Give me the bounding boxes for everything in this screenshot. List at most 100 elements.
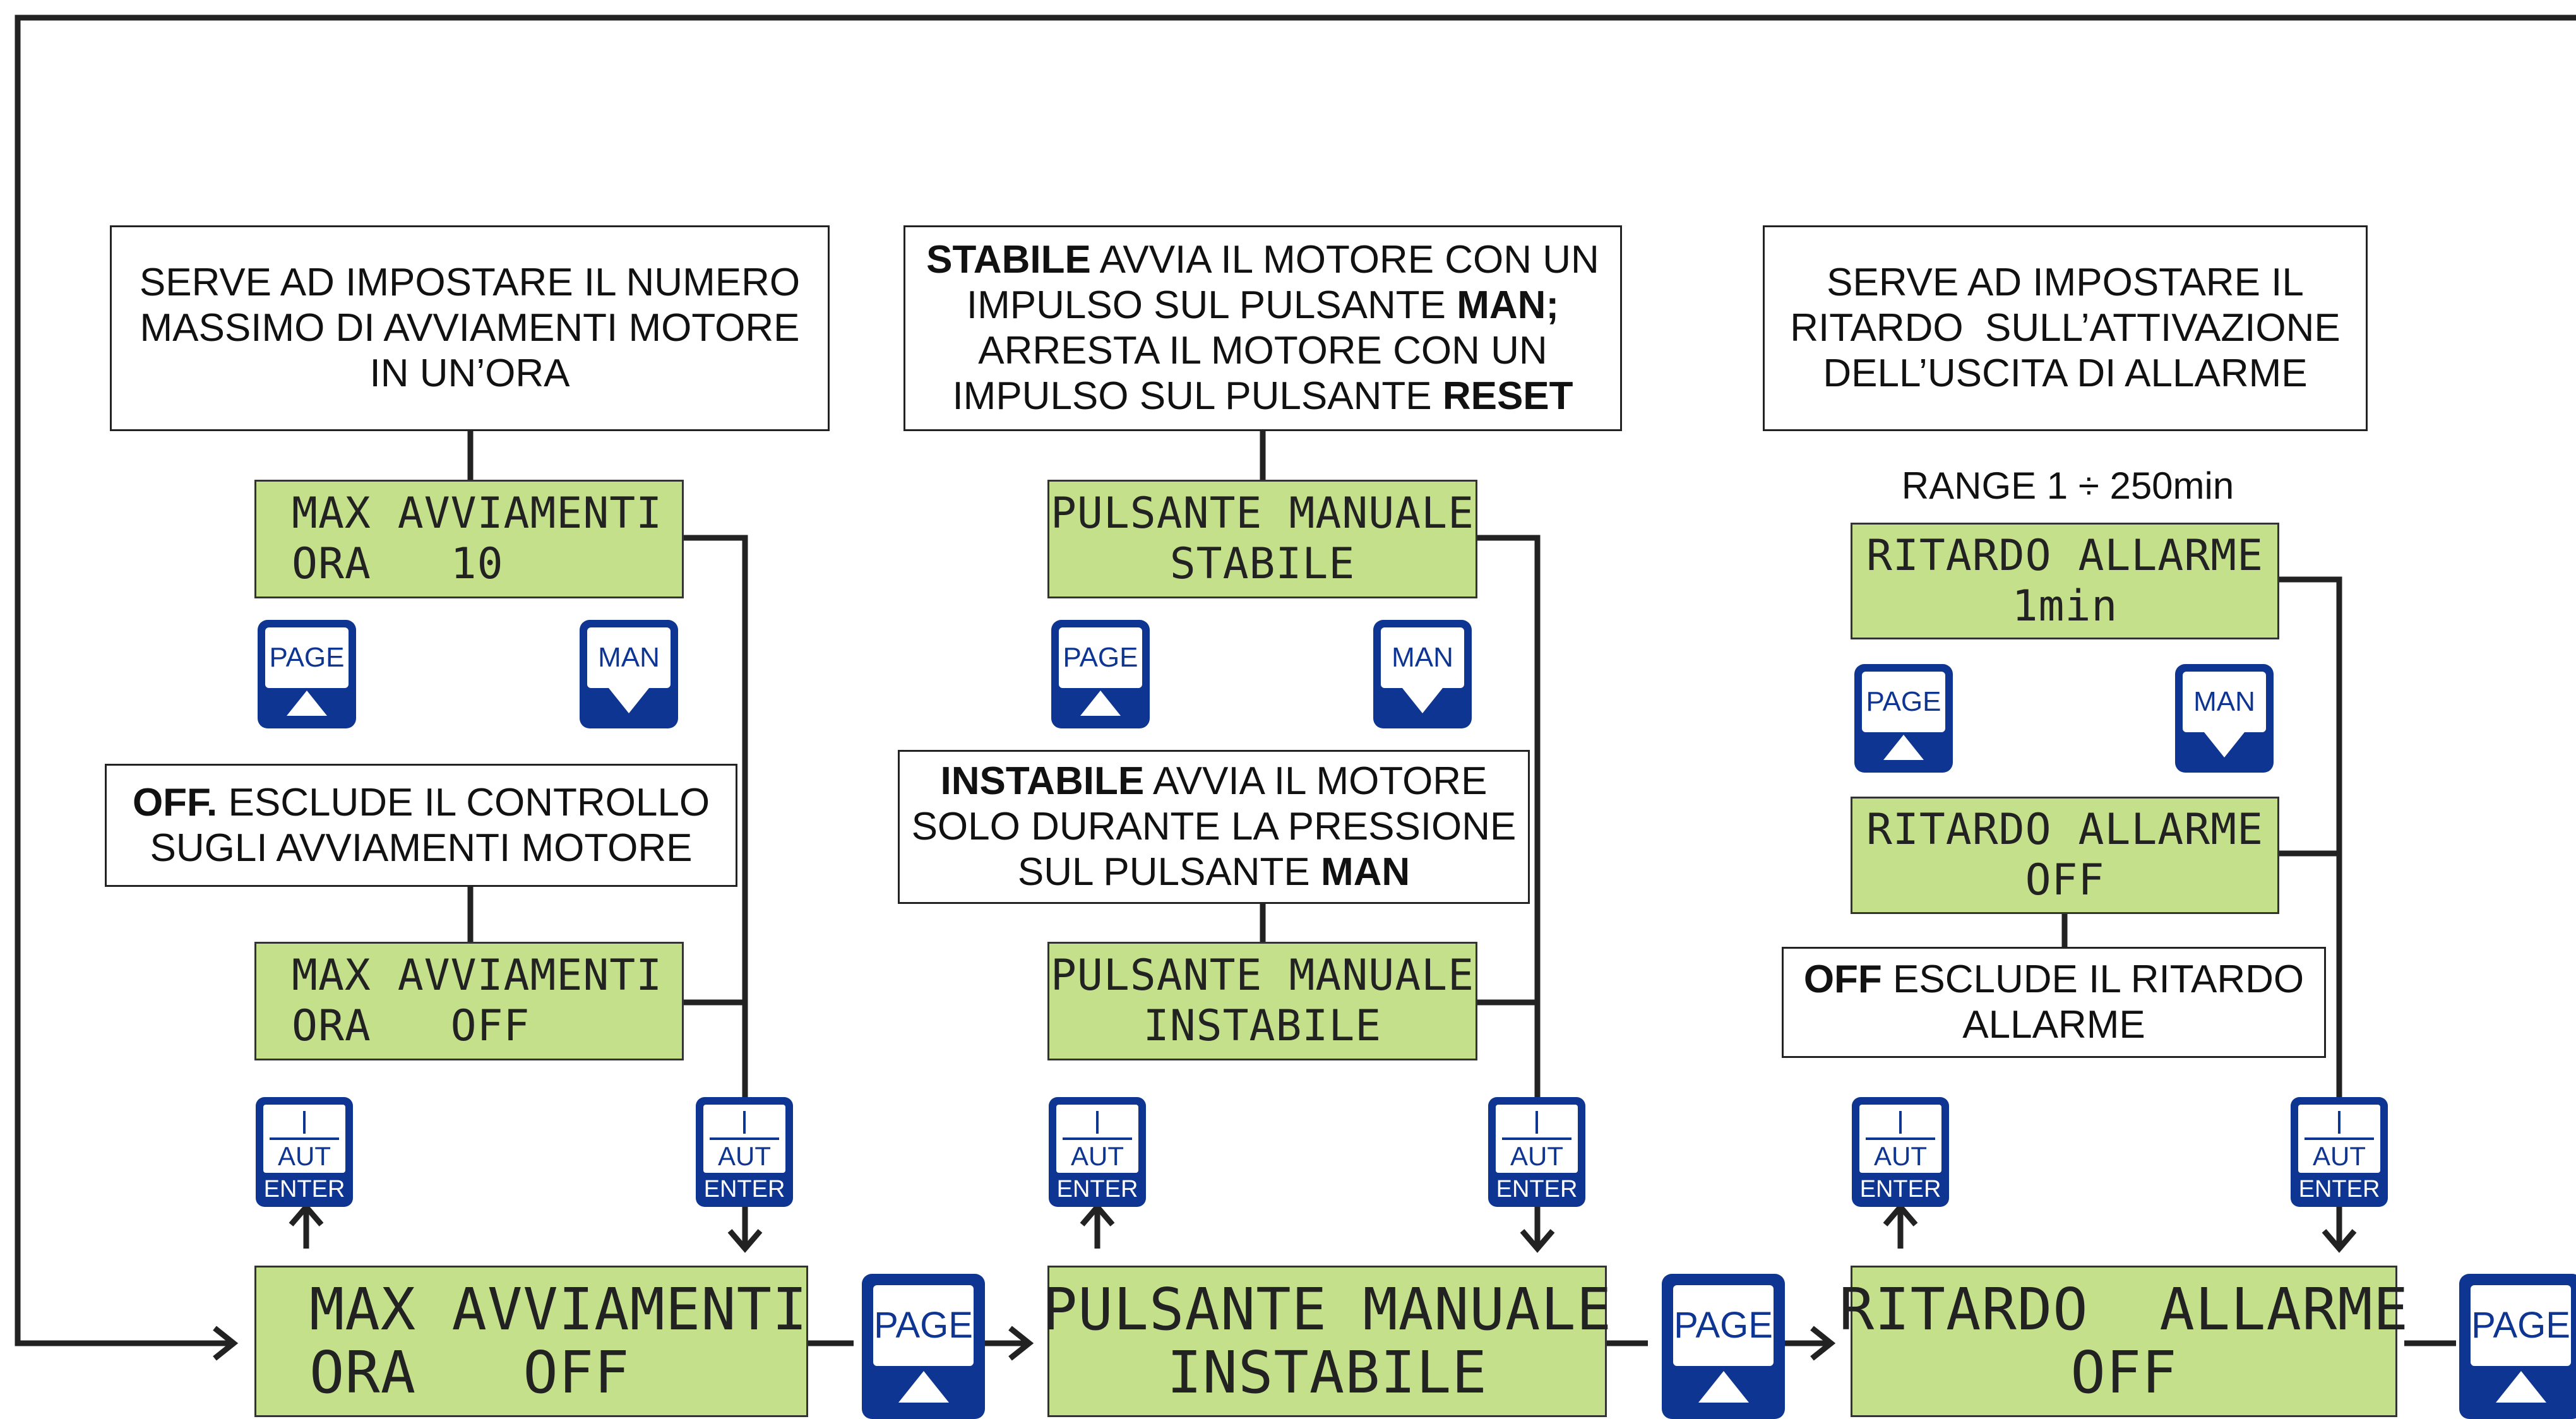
arrow-head [289, 1202, 324, 1226]
enter-key-icon [1899, 1111, 1902, 1134]
description-stable: STABILE AVVIA IL MOTORE CON UN IMPULSO S… [903, 225, 1622, 431]
enter-key-icon [2338, 1111, 2340, 1134]
lcd-main-manual-button: PULSANTE MANUALE INSTABILE [1042, 1266, 1611, 1417]
man-down-key-icon [609, 688, 649, 713]
description-line: STABILE AVVIA IL MOTORE CON UN [926, 237, 1599, 283]
arrow-head [1520, 1229, 1555, 1253]
lcd-line: ORA OFF [309, 1339, 630, 1406]
lcd-alarm-delay-off: RITARDO ALLARME OFF [1851, 797, 2279, 914]
enter-key-divider [2305, 1137, 2374, 1140]
page-up-key-icon [898, 1371, 949, 1403]
enter-key-divider [1063, 1137, 1132, 1140]
page-key-label: PAGE [1673, 1285, 1774, 1366]
enter-key-label: ENTER [2298, 1176, 2380, 1202]
arrow-head [213, 1326, 239, 1361]
description-line: IMPULSO SUL PULSANTE MAN; [967, 283, 1559, 328]
enter-key-icon [1096, 1111, 1099, 1134]
lcd-main-max-starts: MAX AVVIAMENTI ORA OFF [254, 1266, 808, 1417]
enter-key-face: AUT [1056, 1105, 1138, 1173]
lcd-line: RITARDO ALLARME [1866, 805, 2264, 855]
enter-key-face: AUT [1859, 1105, 1941, 1173]
lcd-line: PULSANTE MANUALE [1050, 489, 1475, 538]
bold-text: OFF [1803, 958, 1882, 1001]
enter-key-label: ENTER [1056, 1176, 1138, 1202]
text: SUL PULSANTE [1017, 850, 1321, 894]
man-down-key-icon [2204, 732, 2245, 757]
enter-key[interactable]: AUT ENTER [696, 1097, 793, 1207]
page-up-key-icon [287, 691, 327, 716]
page-key[interactable]: PAGE [1854, 664, 1953, 773]
text: IMPULSO SUL PULSANTE [952, 374, 1443, 418]
description-line: SOLO DURANTE LA PRESSIONE [911, 805, 1517, 848]
enter-key-icon [743, 1111, 746, 1134]
enter-key[interactable]: AUT ENTER [1049, 1097, 1146, 1207]
enter-key-aut: AUT [1071, 1141, 1124, 1171]
description-line: ARRESTA IL MOTORE CON UN [978, 329, 1547, 372]
man-key[interactable]: MAN [580, 620, 678, 728]
lcd-manual-button-unstable: PULSANTE MANUALE INSTABILE [1047, 942, 1477, 1060]
description-line: IMPULSO SUL PULSANTE RESET [952, 374, 1573, 419]
page-key-label: PAGE [1059, 627, 1142, 688]
man-down-key-icon [1402, 688, 1443, 713]
page-key[interactable]: PAGE [258, 620, 356, 728]
lcd-line: RITARDO ALLARME [1839, 1276, 2409, 1343]
lcd-line: INSTABILE [1167, 1339, 1488, 1406]
enter-key-face: AUT [1496, 1105, 1578, 1173]
page-key-label: PAGE [873, 1285, 974, 1366]
description-line: INSTABILE AVVIA IL MOTORE [941, 759, 1488, 804]
enter-key-label: ENTER [263, 1176, 345, 1202]
lcd-line: PULSANTE MANUALE [1042, 1276, 1613, 1343]
arrow-head [1008, 1326, 1034, 1361]
arrow-head [1080, 1202, 1115, 1226]
lcd-line: MAX AVVIAMENTI [292, 951, 663, 1000]
description-unstable: INSTABILE AVVIA IL MOTORE SOLO DURANTE L… [898, 750, 1530, 904]
enter-key-label: ENTER [703, 1176, 785, 1202]
arrow-head [2322, 1229, 2357, 1253]
enter-key-label: ENTER [1496, 1176, 1578, 1202]
arrow-head [727, 1229, 763, 1253]
arrow-head [1810, 1326, 1836, 1361]
description-line: OFF ESCLUDE IL RITARDO [1804, 957, 2304, 1002]
page-key[interactable]: PAGE [862, 1274, 985, 1419]
description-line: IN UN’ORA [369, 352, 570, 395]
enter-key-aut: AUT [278, 1141, 331, 1171]
bold-text: MAN [1320, 850, 1410, 894]
page-key[interactable]: PAGE [2459, 1274, 2576, 1419]
man-key[interactable]: MAN [2175, 664, 2274, 773]
enter-key[interactable]: AUT ENTER [1488, 1097, 1585, 1207]
page-key[interactable]: PAGE [1662, 1274, 1785, 1419]
text: IMPULSO SUL PULSANTE [966, 283, 1457, 327]
arrow-head [1883, 1202, 1918, 1226]
lcd-line: OFF [2070, 1339, 2178, 1406]
page-up-key-icon [1080, 691, 1121, 716]
description-line: SUGLI AVVIAMENTI MOTORE [150, 826, 693, 870]
enter-key[interactable]: AUT ENTER [2291, 1097, 2388, 1207]
lcd-line: ORA OFF [292, 1001, 530, 1051]
lcd-line: OFF [2025, 855, 2105, 905]
enter-key[interactable]: AUT ENTER [256, 1097, 353, 1207]
description-line: SERVE AD IMPOSTARE IL [1827, 261, 2304, 304]
page-up-key-icon [2495, 1371, 2546, 1403]
bold-text: STABILE [926, 238, 1091, 282]
enter-key-icon [303, 1111, 306, 1134]
description-alarm-delay: SERVE AD IMPOSTARE IL RITARDO SULL’ATTIV… [1763, 225, 2368, 431]
page-up-key-icon [1698, 1371, 1749, 1403]
description-line: SUL PULSANTE MAN [1018, 850, 1410, 895]
man-key-label: MAN [2183, 672, 2266, 732]
lcd-line: STABILE [1169, 539, 1356, 589]
man-key[interactable]: MAN [1373, 620, 1472, 728]
enter-key-face: AUT [263, 1105, 345, 1173]
enter-key-divider [270, 1137, 339, 1140]
enter-key[interactable]: AUT ENTER [1852, 1097, 1949, 1207]
bold-text: OFF. [132, 780, 218, 824]
lcd-line: MAX AVVIAMENTI [292, 489, 663, 538]
description-line: DELL’USCITA DI ALLARME [1823, 352, 2308, 395]
page-key[interactable]: PAGE [1051, 620, 1150, 728]
description-max-starts: SERVE AD IMPOSTARE IL NUMERO MASSIMO DI … [110, 225, 830, 431]
page-up-key-icon [1883, 735, 1924, 760]
page-key-label: PAGE [265, 627, 349, 688]
enter-key-face: AUT [703, 1105, 785, 1173]
lcd-line: RITARDO ALLARME [1866, 530, 2264, 581]
lcd-line: MAX AVVIAMENTI [309, 1276, 808, 1343]
